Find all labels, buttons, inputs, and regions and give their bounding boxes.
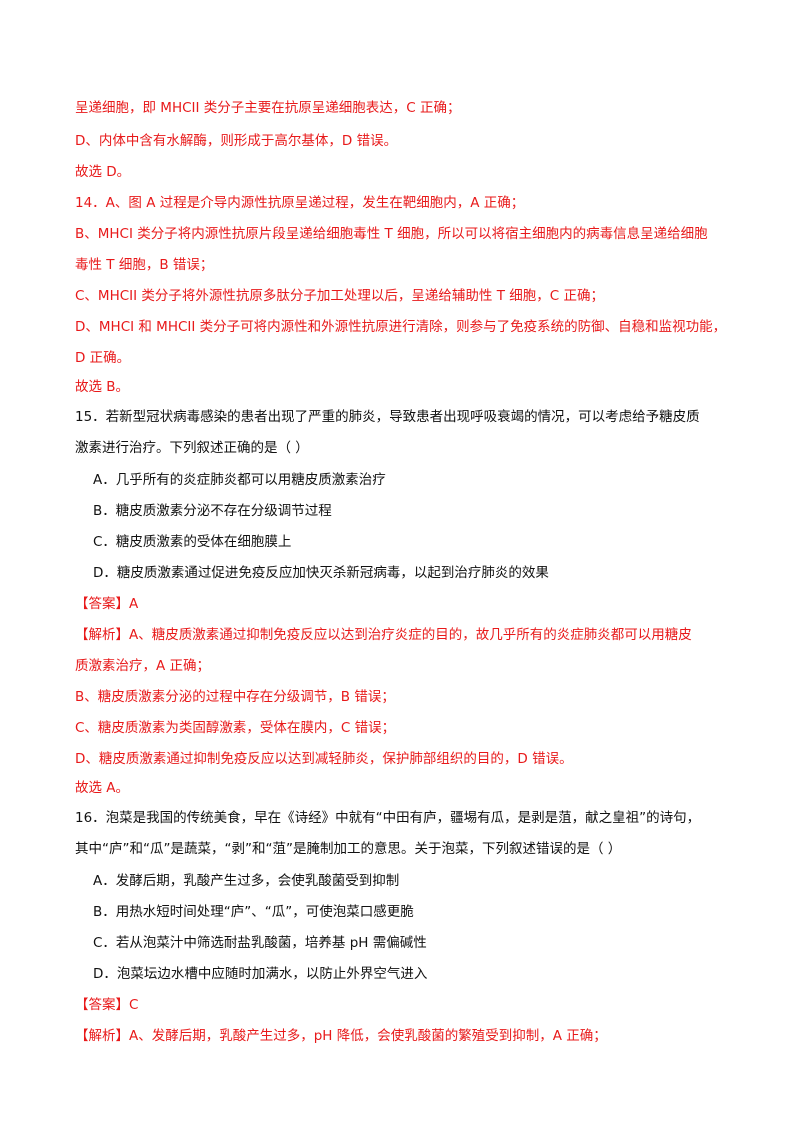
explanation-tag: 【解析】 — [75, 1028, 129, 1044]
question-16-option-c: C．若从泡菜汁中筛选耐盐乳酸菌，培养基 pH 需偏碱性 — [93, 935, 427, 951]
question-15-explanation: 【解析】A、糖皮质激素通过抑制免疫反应以达到治疗炎症的目的，故几乎所有的炎症肺炎… — [75, 625, 740, 645]
question-16-answer: 【答案】C — [75, 995, 740, 1015]
text-line: 质激素治疗，A 正确； — [75, 658, 211, 674]
text-line: D 正确。 — [75, 350, 131, 366]
question-16-option-d: D．泡菜坛边水槽中应随时加满水，以防止外界空气进入 — [93, 966, 428, 982]
text-line: B、MHCI 类分子将内源性抗原片段呈递给细胞毒性 T 细胞，所以可以将宿主细胞… — [75, 226, 708, 242]
text-line: B、糖皮质激素分泌的过程中存在分级调节，B 错误； — [75, 689, 395, 705]
text-line: C、MHCII 类分子将外源性抗原多肽分子加工处理以后，呈递给辅助性 T 细胞，… — [75, 288, 604, 304]
answer-value: C — [129, 997, 139, 1013]
question-16-option-b: B．用热水短时间处理“庐”、“瓜”，可使泡菜口感更脆 — [93, 904, 414, 920]
question-15-option-b: B．糖皮质激素分泌不存在分级调节过程 — [93, 503, 332, 519]
text-line: D、MHCI 和 MHCII 类分子可将内源性和外源性抗原进行清除，则参与了免疫… — [75, 319, 727, 335]
answer-tag: 【答案】 — [75, 596, 129, 612]
question-15-option-d: D．糖皮质激素通过促进免疫反应加快灭杀新冠病毒，以起到治疗肺炎的效果 — [93, 565, 549, 581]
question-15-option-a: A．几乎所有的炎症肺炎都可以用糖皮质激素治疗 — [93, 472, 386, 488]
text-line: C、糖皮质激素为类固醇激素，受体在膜内，C 错误； — [75, 720, 396, 736]
text-line: 14．A、图 A 过程是介导内源性抗原呈递过程，发生在靶细胞内，A 正确； — [75, 195, 525, 211]
explanation-text: A、糖皮质激素通过抑制免疫反应以达到治疗炎症的目的，故几乎所有的炎症肺炎都可以用… — [129, 627, 692, 643]
question-15-stem: 激素进行治疗。下列叙述正确的是（ ） — [75, 440, 309, 456]
question-15-answer: 【答案】A — [75, 594, 740, 614]
text-line: 故选 A。 — [75, 780, 130, 796]
text-line: 毒性 T 细胞，B 错误； — [75, 257, 214, 273]
question-15-option-c: C．糖皮质激素的受体在细胞膜上 — [93, 534, 292, 550]
text-line: D、内体中含有水解酶，则形成于高尔基体，D 错误。 — [75, 133, 398, 149]
question-15-stem: 15．若新型冠状病毒感染的患者出现了严重的肺炎，导致患者出现呼吸衰竭的情况，可以… — [75, 409, 700, 425]
question-16-stem: 16．泡菜是我国的传统美食，早在《诗经》中就有“中田有庐，疆埸有瓜，是剥是菹，献… — [75, 810, 701, 826]
explanation-tag: 【解析】 — [75, 627, 129, 643]
question-16-stem: 其中“庐”和“瓜”是蔬菜，“剥”和“菹”是腌制加工的意思。关于泡菜，下列叙述错误… — [75, 841, 622, 857]
text-line: D、糖皮质激素通过抑制免疫反应以达到减轻肺炎，保护肺部组织的目的，D 错误。 — [75, 751, 573, 767]
answer-value: A — [129, 596, 139, 612]
text-line: 故选 D。 — [75, 164, 131, 180]
question-16-explanation: 【解析】A、发酵后期，乳酸产生过多，pH 降低，会使乳酸菌的繁殖受到抑制，A 正… — [75, 1026, 740, 1046]
text-line: 故选 B。 — [75, 379, 130, 395]
explanation-text: A、发酵后期，乳酸产生过多，pH 降低，会使乳酸菌的繁殖受到抑制，A 正确； — [129, 1028, 607, 1044]
question-16-option-a: A．发酵后期，乳酸产生过多，会使乳酸菌受到抑制 — [93, 873, 400, 889]
answer-tag: 【答案】 — [75, 997, 129, 1013]
text-line: 呈递细胞，即 MHCII 类分子主要在抗原呈递细胞表达，C 正确； — [75, 100, 461, 116]
